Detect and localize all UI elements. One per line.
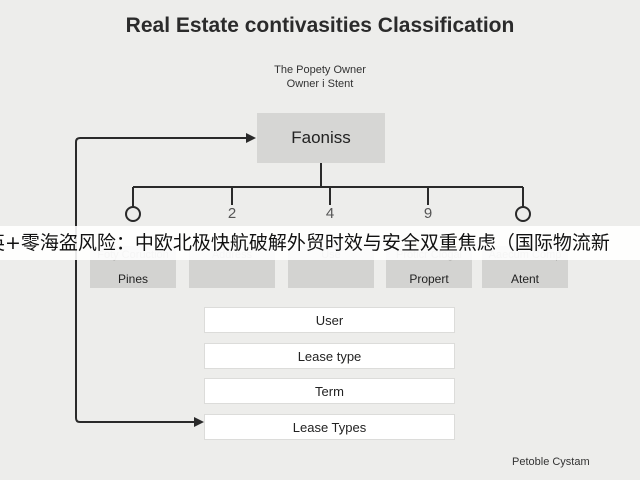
node-label-3: 4 — [325, 205, 335, 222]
subtitle-line-1: The Popety Owner — [274, 64, 366, 76]
subtitle-line-2: Owner i Stent — [286, 78, 354, 90]
overlay-news-banner: 英+零海盗风险：中欧北极快航破解外贸时效与安全双重焦虑（国际物流新 — [0, 226, 640, 260]
list-item-term: Term — [204, 378, 455, 404]
category-label: Propert — [409, 272, 449, 286]
category-label: Atent — [510, 272, 540, 286]
top-node-box: Faoniss — [257, 113, 385, 163]
diagram-title: Real Estate contivasities Classification — [125, 14, 515, 37]
feedback-loop-line — [75, 137, 250, 423]
node-circle-1 — [125, 206, 141, 222]
banner-text: 英+零海盗风险：中欧北极快航破解外贸时效与安全双重焦虑（国际物流新 — [0, 232, 610, 254]
arrow-head-top — [246, 133, 256, 143]
node-circle-5 — [515, 206, 531, 222]
list-item-user: User — [204, 307, 455, 333]
top-node-label: Faoniss — [291, 128, 351, 147]
arrow-head-bottom — [194, 417, 204, 427]
list-item-lease-type: Lease type — [204, 343, 455, 369]
category-label: Pines — [117, 272, 149, 286]
node-label-2: 2 — [227, 205, 237, 222]
list-item-lease-types: Lease Types — [204, 414, 455, 440]
footer-label: Petoble Cystam — [512, 456, 590, 468]
node-label-4: 9 — [423, 205, 433, 222]
